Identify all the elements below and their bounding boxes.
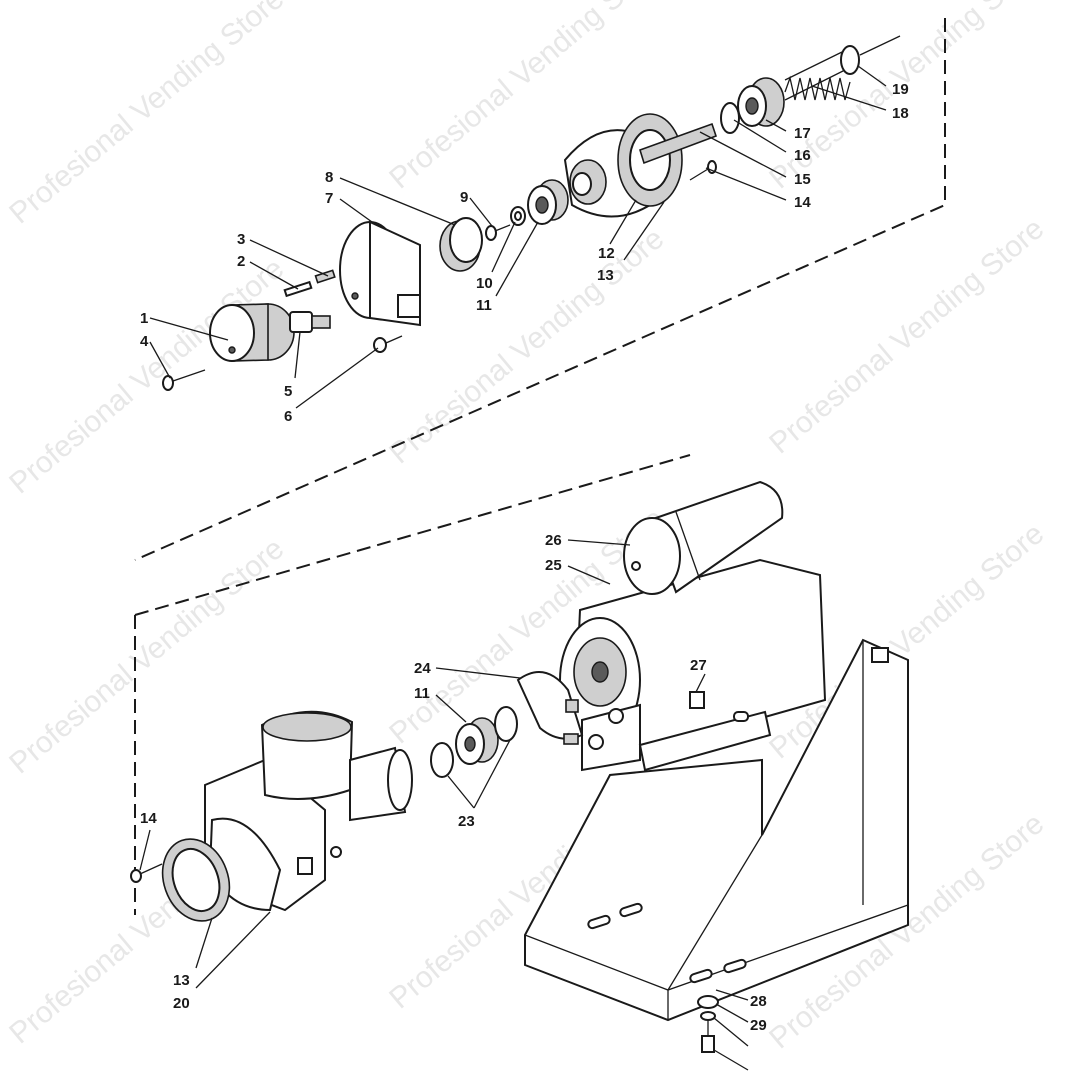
watermark: Profesional Vending Store xyxy=(383,222,670,470)
watermark: Profesional Vending Store xyxy=(3,0,290,230)
part-cap-8 xyxy=(439,217,483,272)
part-pin-3 xyxy=(314,269,336,284)
part-bearing-11 xyxy=(527,179,569,225)
part-washer-19 xyxy=(840,45,860,75)
watermark: Profesional Vending Store xyxy=(763,212,1050,460)
part-number-label: 11 xyxy=(476,297,492,314)
part-motor-23 xyxy=(559,558,827,772)
part-screw-9 xyxy=(485,224,511,241)
part-number-label: 19 xyxy=(892,81,909,98)
bottom-assembly xyxy=(130,480,909,1053)
part-washer-28 xyxy=(700,1011,716,1021)
part-screw-4 xyxy=(162,369,206,391)
top-assembly xyxy=(162,35,901,391)
part-number-label: 3 xyxy=(237,231,245,248)
part-number-label: 7 xyxy=(325,190,333,207)
bottom-part-numbers: 26 25 24 11 27 23 14 13 20 28 29 xyxy=(140,532,767,1034)
part-ring-16 xyxy=(720,102,740,134)
part-number-label: 13 xyxy=(173,972,190,989)
part-clip-25 xyxy=(689,691,705,709)
part-number-label: 6 xyxy=(284,408,292,425)
part-number-label: 23 xyxy=(458,813,475,830)
part-number-label: 24 xyxy=(414,660,431,677)
part-seal-13-lower xyxy=(161,838,231,922)
part-knob xyxy=(209,303,295,362)
watermark: Profesional Vending Store xyxy=(3,252,290,500)
part-number-label: 10 xyxy=(476,275,493,292)
part-bolt-29 xyxy=(701,1020,715,1053)
part-number-label: 16 xyxy=(794,147,811,164)
part-washer-27 xyxy=(697,995,719,1009)
part-ring-21b xyxy=(494,706,518,742)
part-number-label: 12 xyxy=(598,245,615,262)
part-bracket-26 xyxy=(524,638,909,1022)
part-clamp-22 xyxy=(516,671,584,745)
part-bushing-5 xyxy=(289,311,331,333)
part-ring-21a xyxy=(430,742,454,778)
top-part-numbers: 1 2 3 4 5 6 7 8 9 10 11 12 13 14 15 16 1… xyxy=(140,81,909,425)
part-number-label: 1 xyxy=(140,310,148,327)
part-capacitor-24 xyxy=(623,480,784,595)
part-number-label: 9 xyxy=(460,189,468,206)
part-number-label: 14 xyxy=(794,194,811,211)
part-number-label: 20 xyxy=(173,995,190,1012)
part-number-label: 4 xyxy=(140,333,149,350)
part-number-label: 28 xyxy=(750,993,767,1010)
part-number-label: 18 xyxy=(892,105,909,122)
part-number-label: 17 xyxy=(794,125,811,142)
part-screw-6 xyxy=(373,335,403,353)
watermark: Profesional Vending Store xyxy=(3,532,290,780)
part-number-label: 2 xyxy=(237,253,245,270)
bottom-group-boundary xyxy=(134,454,691,915)
part-number-label: 29 xyxy=(750,1017,767,1034)
part-number-label: 25 xyxy=(545,557,562,574)
part-number-label: 5 xyxy=(284,383,292,400)
part-housing-7 xyxy=(339,220,421,327)
part-bearing-11-lower xyxy=(455,717,499,765)
part-seal-17 xyxy=(737,77,785,127)
part-number-label: 27 xyxy=(690,657,707,674)
part-screw-14-lower xyxy=(130,863,163,883)
part-number-label: 15 xyxy=(794,171,811,188)
part-number-label: 14 xyxy=(140,810,157,827)
part-number-label: 8 xyxy=(325,169,333,186)
top-leader-lines xyxy=(149,65,887,409)
part-number-label: 26 xyxy=(545,532,562,549)
part-pump-body-20 xyxy=(204,710,413,912)
part-shaft-15 xyxy=(639,122,718,165)
part-number-label: 11 xyxy=(414,685,430,702)
part-number-label: 13 xyxy=(597,267,614,284)
part-washer-10 xyxy=(510,206,526,226)
bottom-leader-lines xyxy=(139,539,749,1071)
part-spring-18 xyxy=(784,51,851,101)
